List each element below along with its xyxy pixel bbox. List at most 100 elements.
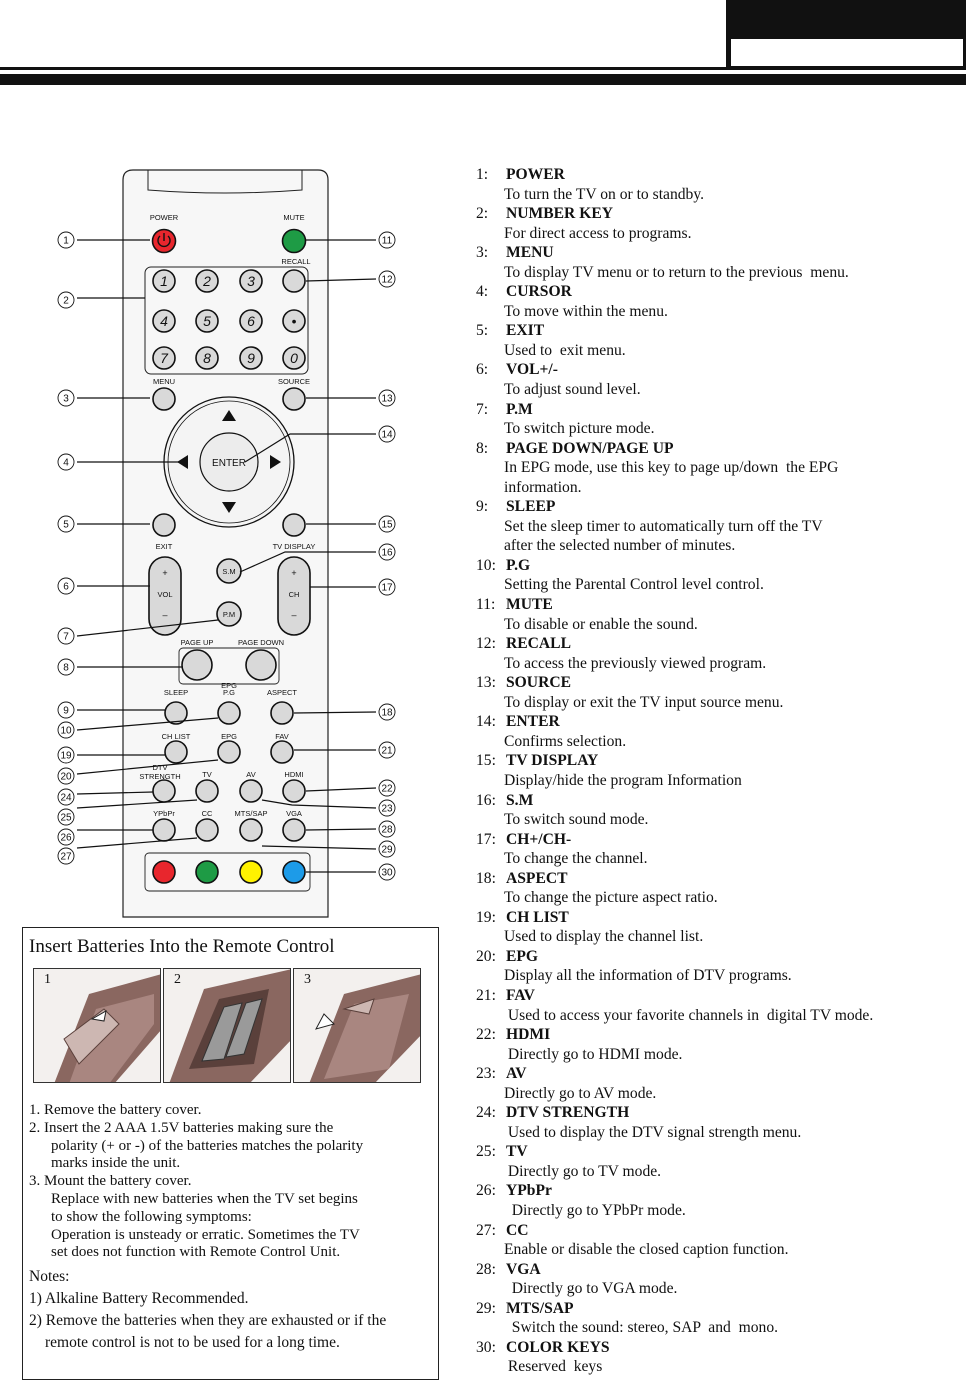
hdmi-label: HDMI: [284, 770, 303, 779]
callout-number: 22: [381, 784, 393, 795]
legend-key-name: CH+/CH-: [506, 830, 572, 848]
page-down-label: PAGE DOWN: [238, 638, 284, 647]
note-line: remote control is not to be used for a l…: [45, 1334, 340, 1351]
legend-number: 15:: [476, 752, 496, 770]
legend-number: 17:: [476, 830, 496, 848]
blue-color-key[interactable]: [282, 860, 306, 884]
legend-description: Used to display the DTV signal strength …: [504, 1123, 802, 1141]
legend-item: 29:MTS/SAP: [476, 1299, 964, 1319]
av-button[interactable]: [239, 779, 263, 803]
yellow-color-key[interactable]: [239, 860, 263, 884]
battery-step-number: 2: [174, 972, 181, 987]
battery-step-image-3: 3: [293, 968, 421, 1083]
battery-step-line: set does not function with Remote Contro…: [51, 1244, 341, 1261]
power-label: POWER: [150, 213, 179, 222]
strength-label: STRENGTH: [139, 772, 180, 781]
legend-item: 9:SLEEP: [476, 497, 964, 517]
number-key-button[interactable]: [152, 346, 176, 370]
legend-key-name: SOURCE: [506, 674, 571, 692]
number-key-button[interactable]: [282, 309, 306, 333]
legend-key-name: S.M: [506, 791, 534, 809]
legend-item: 17: CH+/CH-: [476, 830, 964, 850]
tv-display-button[interactable]: [282, 513, 306, 537]
menu-button[interactable]: [152, 387, 176, 411]
aspect-label: ASPECT: [267, 688, 297, 697]
red-color-key[interactable]: [152, 860, 176, 884]
number-key-button[interactable]: [195, 269, 219, 293]
number-key-button[interactable]: [195, 346, 219, 370]
picture-mode-button[interactable]: [216, 601, 242, 627]
legend-key-name: AV: [506, 1065, 527, 1083]
number-key-button[interactable]: [239, 346, 263, 370]
number-key-button[interactable]: [195, 309, 219, 333]
ypbpr-button[interactable]: [152, 818, 176, 842]
legend-item: 14:ENTER: [476, 712, 964, 732]
cursor-right-icon[interactable]: [270, 455, 281, 469]
cc-button[interactable]: [195, 818, 219, 842]
legend-number: 16:: [476, 791, 496, 809]
callout-number: 8: [63, 663, 69, 674]
legend-number: 20:: [476, 947, 496, 965]
cursor-up-icon[interactable]: [222, 410, 236, 421]
number-key-button[interactable]: [282, 346, 306, 370]
legend-key-name: P.G: [506, 556, 531, 574]
battery-notes: Notes: 1) Alkaline Battery Recommended. …: [29, 1266, 439, 1354]
source-label: SOURCE: [278, 377, 310, 386]
callout-leader-line: [76, 759, 219, 775]
epg-button[interactable]: [217, 740, 241, 764]
volume-plus-label: +: [162, 568, 167, 578]
callout-circle: [378, 389, 396, 407]
legend-description: In EPG mode, use this key to page up/dow…: [504, 459, 839, 477]
callout-leader-line: [244, 433, 376, 463]
volume-label: VOL: [157, 590, 172, 599]
number-key-label: 5: [203, 313, 211, 329]
number-key-button[interactable]: [152, 269, 176, 293]
callout-number: 24: [60, 793, 72, 804]
tv-display-label: TV DISPLAY: [273, 542, 316, 551]
channel-rocker[interactable]: [277, 556, 311, 636]
legend-key-name: TV DISPLAY: [506, 752, 599, 770]
tv-button[interactable]: [195, 779, 219, 803]
ch-list-button[interactable]: [164, 740, 188, 764]
aspect-button[interactable]: [270, 701, 294, 725]
dtv-strength-button[interactable]: [152, 779, 176, 803]
legend-key-name: HDMI: [506, 1026, 551, 1044]
mts-sap-button[interactable]: [239, 818, 263, 842]
legend-description: Used to display the channel list.: [504, 928, 704, 946]
batteries-inserted-illustration: [169, 969, 290, 1082]
volume-rocker[interactable]: [148, 556, 182, 636]
callout-circle: [57, 291, 75, 309]
legend-description: To switch picture mode.: [504, 420, 655, 438]
fav-button[interactable]: [270, 740, 294, 764]
exit-button[interactable]: [152, 513, 176, 537]
page-up-button[interactable]: [181, 649, 213, 681]
number-key-label: 6: [247, 313, 255, 329]
callout-number: 9: [63, 706, 69, 717]
legend-key-name: YPbPr: [506, 1182, 552, 1200]
legend-number: 2:: [476, 205, 489, 223]
remote-control-diagram: .body { fill: #f7f7f7; stroke: #222; str…: [57, 169, 396, 918]
source-button[interactable]: [282, 387, 306, 411]
vga-button[interactable]: [282, 818, 306, 842]
number-pad-frame: [144, 266, 309, 375]
mute-button[interactable]: [281, 228, 307, 254]
cursor-left-icon[interactable]: [177, 455, 188, 469]
callout-circle: [57, 627, 75, 645]
number-key-label: 0: [290, 350, 298, 366]
number-key-button[interactable]: [239, 269, 263, 293]
cursor-down-icon[interactable]: [222, 502, 236, 513]
page-down-button[interactable]: [245, 649, 277, 681]
notes-heading: Notes:: [29, 1268, 70, 1285]
green-color-key[interactable]: [195, 860, 219, 884]
sleep-button[interactable]: [164, 701, 188, 725]
number-key-label: 4: [160, 313, 168, 329]
recall-button[interactable]: [282, 269, 306, 293]
legend-description: For direct access to programs.: [504, 224, 692, 242]
number-key-button[interactable]: [152, 309, 176, 333]
hdmi-button[interactable]: [282, 779, 306, 803]
callout-number: 1: [63, 236, 69, 247]
enter-button[interactable]: [199, 432, 259, 492]
battery-instructions-box: Insert Batteries Into the Remote Control…: [22, 927, 439, 1380]
pg-button[interactable]: [217, 701, 241, 725]
number-key-button[interactable]: [239, 309, 263, 333]
